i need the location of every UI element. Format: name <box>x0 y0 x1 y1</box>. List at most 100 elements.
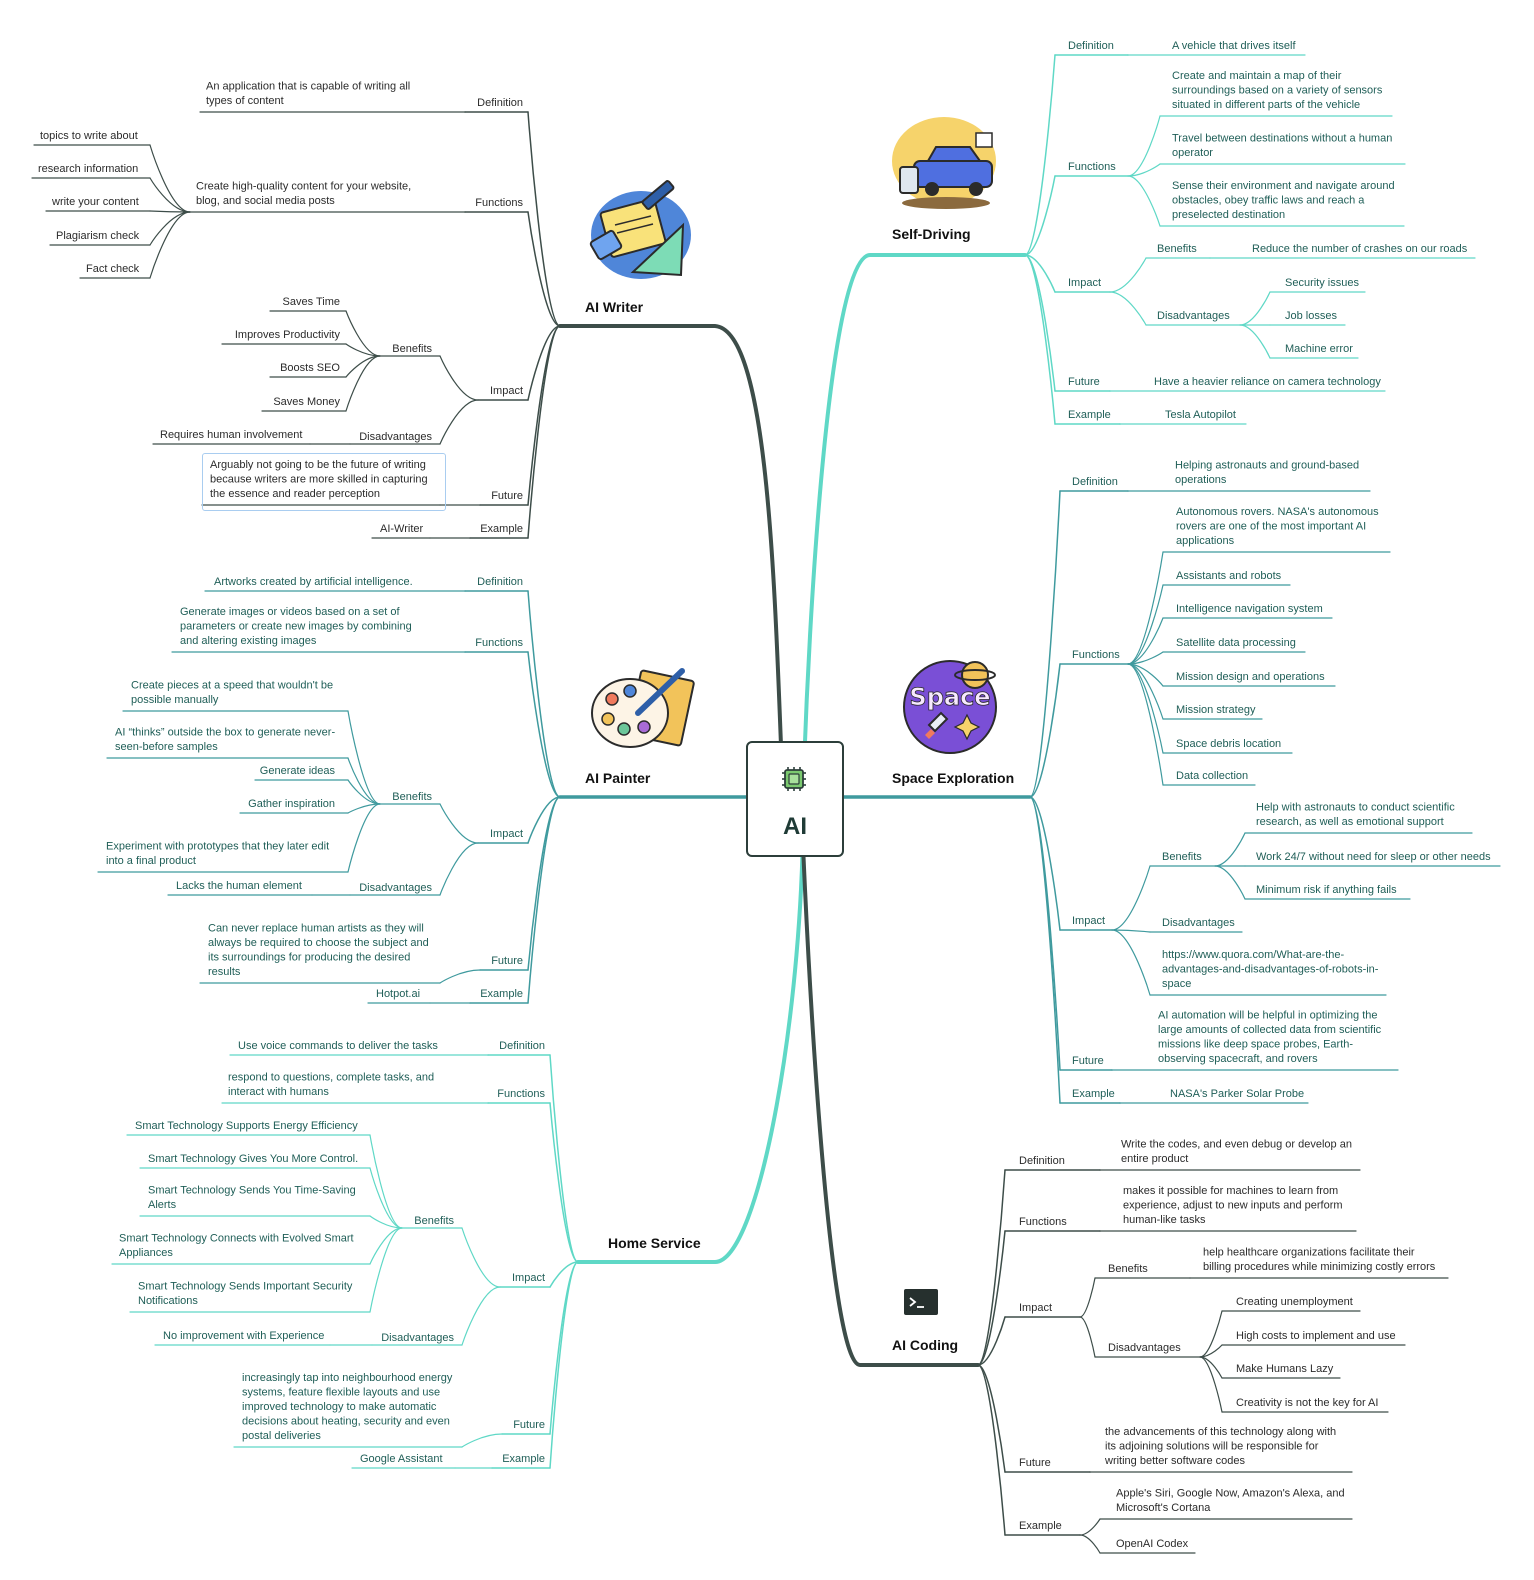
benefit-item[interactable]: Smart Technology Connects with Evolved S… <box>119 1233 354 1260</box>
category-label[interactable]: Definition <box>499 1040 545 1052</box>
function-item[interactable]: write your content <box>51 196 139 208</box>
definition-text[interactable]: An application that is capable of writin… <box>206 81 410 108</box>
function-item[interactable]: Satellite data processing <box>1176 637 1296 649</box>
category-label[interactable]: Example <box>480 523 523 535</box>
category-label[interactable]: Functions <box>1072 649 1120 661</box>
example-item[interactable]: AI-Writer <box>380 523 424 535</box>
benefits-label[interactable]: Benefits <box>392 791 432 803</box>
definition-text[interactable]: Write the codes, and even debug or devel… <box>1121 1139 1352 1166</box>
category-label[interactable]: Example <box>1072 1088 1115 1100</box>
definition-text[interactable]: Artworks created by artificial intellige… <box>214 576 413 588</box>
function-item[interactable]: Mission strategy <box>1176 704 1256 716</box>
benefit-item[interactable]: Work 24/7 without need for sleep or othe… <box>1256 851 1491 863</box>
benefit-item[interactable]: Saves Money <box>273 396 340 408</box>
branch-title-ai-coding[interactable]: AI Coding <box>892 1337 958 1353</box>
benefit-item[interactable]: Experiment with prototypes that they lat… <box>106 841 329 868</box>
category-label[interactable]: Definition <box>1068 40 1114 52</box>
benefits-label[interactable]: Benefits <box>1157 243 1197 255</box>
category-label[interactable]: Definition <box>1072 476 1118 488</box>
function-item[interactable]: Plagiarism check <box>56 230 140 242</box>
benefits-label[interactable]: Benefits <box>1162 851 1202 863</box>
branch-title-ai-painter[interactable]: AI Painter <box>585 770 651 786</box>
disadvantage-item[interactable]: Requires human involvement <box>160 429 302 441</box>
benefits-label[interactable]: Benefits <box>392 343 432 355</box>
benefit-item[interactable]: Help with astronauts to conduct scientif… <box>1256 802 1455 829</box>
disadvantages-label[interactable]: Disadvantages <box>359 431 432 443</box>
benefit-item[interactable]: Generate ideas <box>260 765 336 777</box>
category-label[interactable]: Example <box>480 988 523 1000</box>
function-item[interactable]: research information <box>38 163 138 175</box>
category-label[interactable]: Functions <box>1019 1216 1067 1228</box>
disadvantage-item[interactable]: Creating unemployment <box>1236 1296 1353 1308</box>
function-item[interactable]: Travel between destinations without a hu… <box>1172 133 1392 160</box>
category-label[interactable]: Functions <box>497 1088 545 1100</box>
category-label[interactable]: Impact <box>490 385 523 397</box>
root-node[interactable]: AI <box>746 741 844 857</box>
function-item[interactable]: Sense their environment and navigate aro… <box>1172 180 1395 221</box>
example-item[interactable]: Google Assistant <box>360 1453 443 1465</box>
future-text[interactable]: the advancements of this technology alon… <box>1104 1426 1336 1467</box>
benefit-item[interactable]: Gather inspiration <box>248 798 335 810</box>
example-item[interactable]: Apple's Siri, Google Now, Amazon's Alexa… <box>1116 1488 1345 1515</box>
benefit-item[interactable]: Smart Technology Supports Energy Efficie… <box>135 1120 358 1132</box>
future-text[interactable]: Can never replace human artists as they … <box>208 923 429 979</box>
category-label[interactable]: Future <box>513 1419 545 1431</box>
category-label[interactable]: Impact <box>490 828 523 840</box>
functions-text[interactable]: respond to questions, complete tasks, an… <box>228 1072 434 1099</box>
disadvantage-item[interactable]: Make Humans Lazy <box>1236 1363 1334 1375</box>
category-label[interactable]: Definition <box>1019 1155 1065 1167</box>
disadvantage-item[interactable]: Machine error <box>1285 343 1353 355</box>
function-item[interactable]: Space debris location <box>1176 738 1281 750</box>
function-item[interactable]: Data collection <box>1176 770 1248 782</box>
disadvantage-item[interactable]: Lacks the human element <box>176 880 302 892</box>
category-label[interactable]: Future <box>1019 1457 1051 1469</box>
category-label[interactable]: Definition <box>477 576 523 588</box>
benefits-label[interactable]: Benefits <box>1108 1263 1148 1275</box>
benefit-item[interactable]: Minimum risk if anything fails <box>1256 884 1397 896</box>
functions-text[interactable]: Create high-quality content for your web… <box>196 181 411 208</box>
category-label[interactable]: Impact <box>1019 1302 1052 1314</box>
definition-text[interactable]: A vehicle that drives itself <box>1172 40 1296 52</box>
disadvantage-item[interactable]: Security issues <box>1285 277 1359 289</box>
function-item[interactable]: Assistants and robots <box>1176 570 1282 582</box>
functions-text[interactable]: Generate images or videos based on a set… <box>180 606 412 647</box>
disadvantages-label[interactable]: Disadvantages <box>381 1332 454 1344</box>
category-label[interactable]: Definition <box>477 97 523 109</box>
benefit-item[interactable]: Smart Technology Gives You More Control. <box>148 1153 358 1165</box>
benefit-item[interactable]: AI “thinks” outside the box to generate … <box>115 727 335 754</box>
branch-title-ai-writer[interactable]: AI Writer <box>585 299 644 315</box>
category-label[interactable]: Impact <box>1068 277 1101 289</box>
definition-text[interactable]: Use voice commands to deliver the tasks <box>238 1040 438 1052</box>
function-item[interactable]: topics to write about <box>40 130 138 142</box>
example-item[interactable]: Tesla Autopilot <box>1165 409 1236 421</box>
example-item[interactable]: NASA's Parker Solar Probe <box>1170 1088 1304 1100</box>
disadvantages-label[interactable]: Disadvantages <box>1157 310 1230 322</box>
category-label[interactable]: Functions <box>475 197 523 209</box>
category-label[interactable]: Impact <box>512 1272 545 1284</box>
benefit-item[interactable]: Saves Time <box>283 296 340 308</box>
function-item[interactable]: Fact check <box>86 263 140 275</box>
function-item[interactable]: Intelligence navigation system <box>1176 603 1323 615</box>
category-label[interactable]: Functions <box>475 637 523 649</box>
future-text[interactable]: Have a heavier reliance on camera techno… <box>1154 376 1381 388</box>
reference-link[interactable]: https://www.quora.com/What-are-the-advan… <box>1162 949 1379 990</box>
branch-title-home-service[interactable]: Home Service <box>608 1235 701 1251</box>
disadvantages-label[interactable]: Disadvantages <box>1162 917 1235 929</box>
category-label[interactable]: Example <box>1019 1520 1062 1532</box>
future-text[interactable]: Arguably not going to be the future of w… <box>210 459 428 500</box>
example-item[interactable]: Hotpot.ai <box>376 988 420 1000</box>
example-item[interactable]: OpenAI Codex <box>1116 1538 1189 1550</box>
benefit-item[interactable]: help healthcare organizations facilitate… <box>1203 1247 1436 1274</box>
disadvantage-item[interactable]: Creativity is not the key for AI <box>1236 1397 1378 1409</box>
function-item[interactable]: Mission design and operations <box>1176 671 1325 683</box>
benefit-item[interactable]: Reduce the number of crashes on our road… <box>1252 243 1468 255</box>
benefits-label[interactable]: Benefits <box>414 1215 454 1227</box>
benefit-item[interactable]: Create pieces at a speed that wouldn't b… <box>131 680 333 707</box>
category-label[interactable]: Example <box>1068 409 1111 421</box>
future-text[interactable]: increasingly tap into neighbourhood ener… <box>242 1372 453 1442</box>
benefit-item[interactable]: Boosts SEO <box>280 362 340 374</box>
benefit-item[interactable]: Improves Productivity <box>235 329 341 341</box>
